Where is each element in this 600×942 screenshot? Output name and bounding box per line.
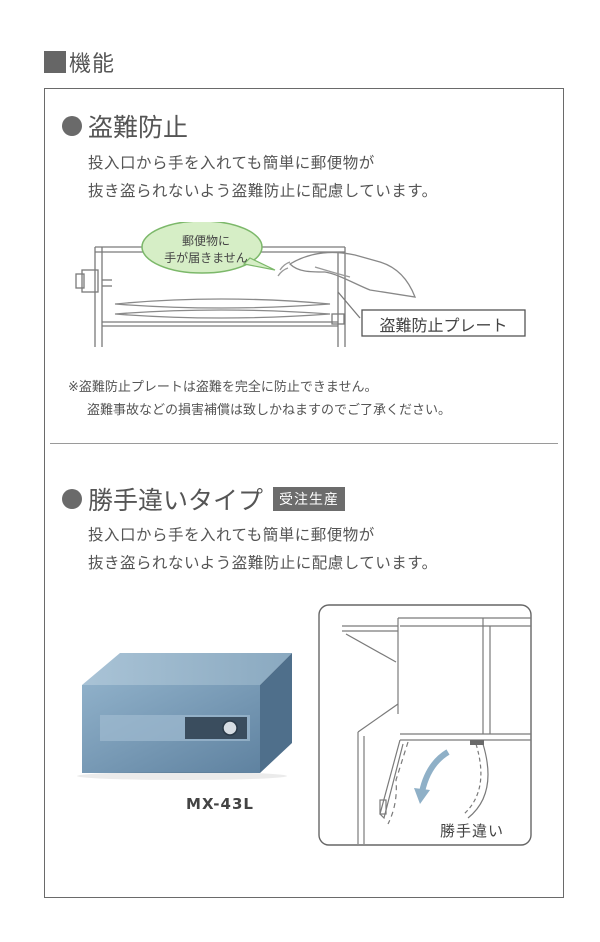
made-to-order-badge: 受注生産 [273,487,346,511]
header-square-icon [44,51,66,73]
section1-body-line2: 抜き盗られないよう盗難防止に配慮しています。 [88,182,438,200]
section2-title-text: 勝手違いタイプ [88,486,264,515]
theft-prevention-illustration [75,222,526,347]
section-divider [50,443,558,444]
bubble-line1: 郵便物に [181,234,230,248]
diagram-label: 勝手違い [440,822,505,840]
section1-note: ※盗難防止プレートは盗難を完全に防止できません。 盗難事故などの損害補償は致しか… [68,376,451,422]
speech-bubble-text: 郵便物に 手が届きません [146,233,266,267]
section2-body-line2: 抜き盗られないよう盗難防止に配慮しています。 [88,554,438,572]
note-line1: ※盗難防止プレートは盗難を完全に防止できません。 [68,380,378,395]
door-opening-diagram [318,604,532,846]
bullet-icon [62,116,82,136]
section1-body: 投入口から手を入れても簡単に郵便物が 抜き盗られないよう盗難防止に配慮しています… [88,149,438,205]
section2-body-line1: 投入口から手を入れても簡単に郵便物が [88,526,375,544]
product-label: MX-43L [186,795,254,813]
header-title: 機能 [69,52,116,77]
bullet-icon [62,489,82,509]
section2-title: 勝手違いタイプ 受注生産 [62,481,346,517]
content-frame [44,88,564,898]
section1-title-text: 盗難防止 [88,113,189,142]
plate-label-box [361,309,526,337]
plate-label: 盗難防止プレート [379,316,508,335]
speech-bubble [141,222,263,274]
note-line2: 盗難事故などの損害補償は致しかねますのでご了承ください。 [87,403,452,418]
section-header: 機能 [44,48,116,77]
product-image-mx43l [77,653,292,780]
section1-body-line1: 投入口から手を入れても簡単に郵便物が [88,154,375,172]
section2-body: 投入口から手を入れても簡単に郵便物が 抜き盗られないよう盗難防止に配慮しています… [88,521,438,577]
bubble-line2: 手が届きません [164,251,248,265]
section1-title: 盗難防止 [62,108,188,144]
